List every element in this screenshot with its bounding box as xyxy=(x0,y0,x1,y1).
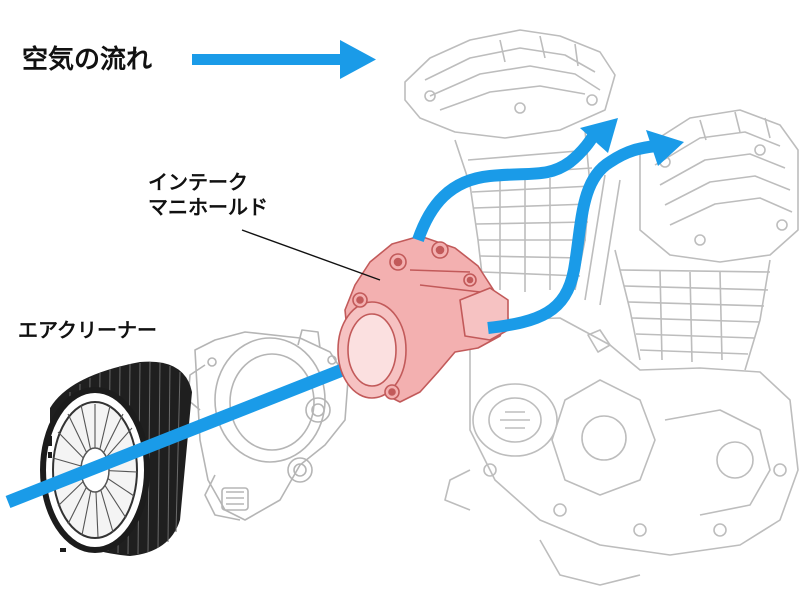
air-flow-branch-rear xyxy=(412,128,602,243)
air-flow-branches xyxy=(412,128,657,334)
intake-manifold-label-line1: インテーク xyxy=(148,170,248,194)
air-flow-arrowheads xyxy=(580,118,684,166)
air-flow-branch-front xyxy=(487,140,657,334)
air-flow-straight xyxy=(5,341,401,509)
legend-arrow xyxy=(192,40,376,79)
arrowhead-front xyxy=(646,130,684,166)
air-cleaner-label: エアクリーナー xyxy=(18,318,157,342)
intake-manifold-illustration xyxy=(337,235,509,403)
arrowhead-rear xyxy=(580,118,618,153)
legend-title: 空気の流れ xyxy=(22,45,153,75)
throttle-body-illustration xyxy=(187,329,349,521)
intake-manifold-label: インテーク マニホールド xyxy=(148,170,268,220)
intake-manifold-label-line2: マニホールド xyxy=(148,195,268,219)
intake-manifold-leader-line xyxy=(241,229,381,281)
